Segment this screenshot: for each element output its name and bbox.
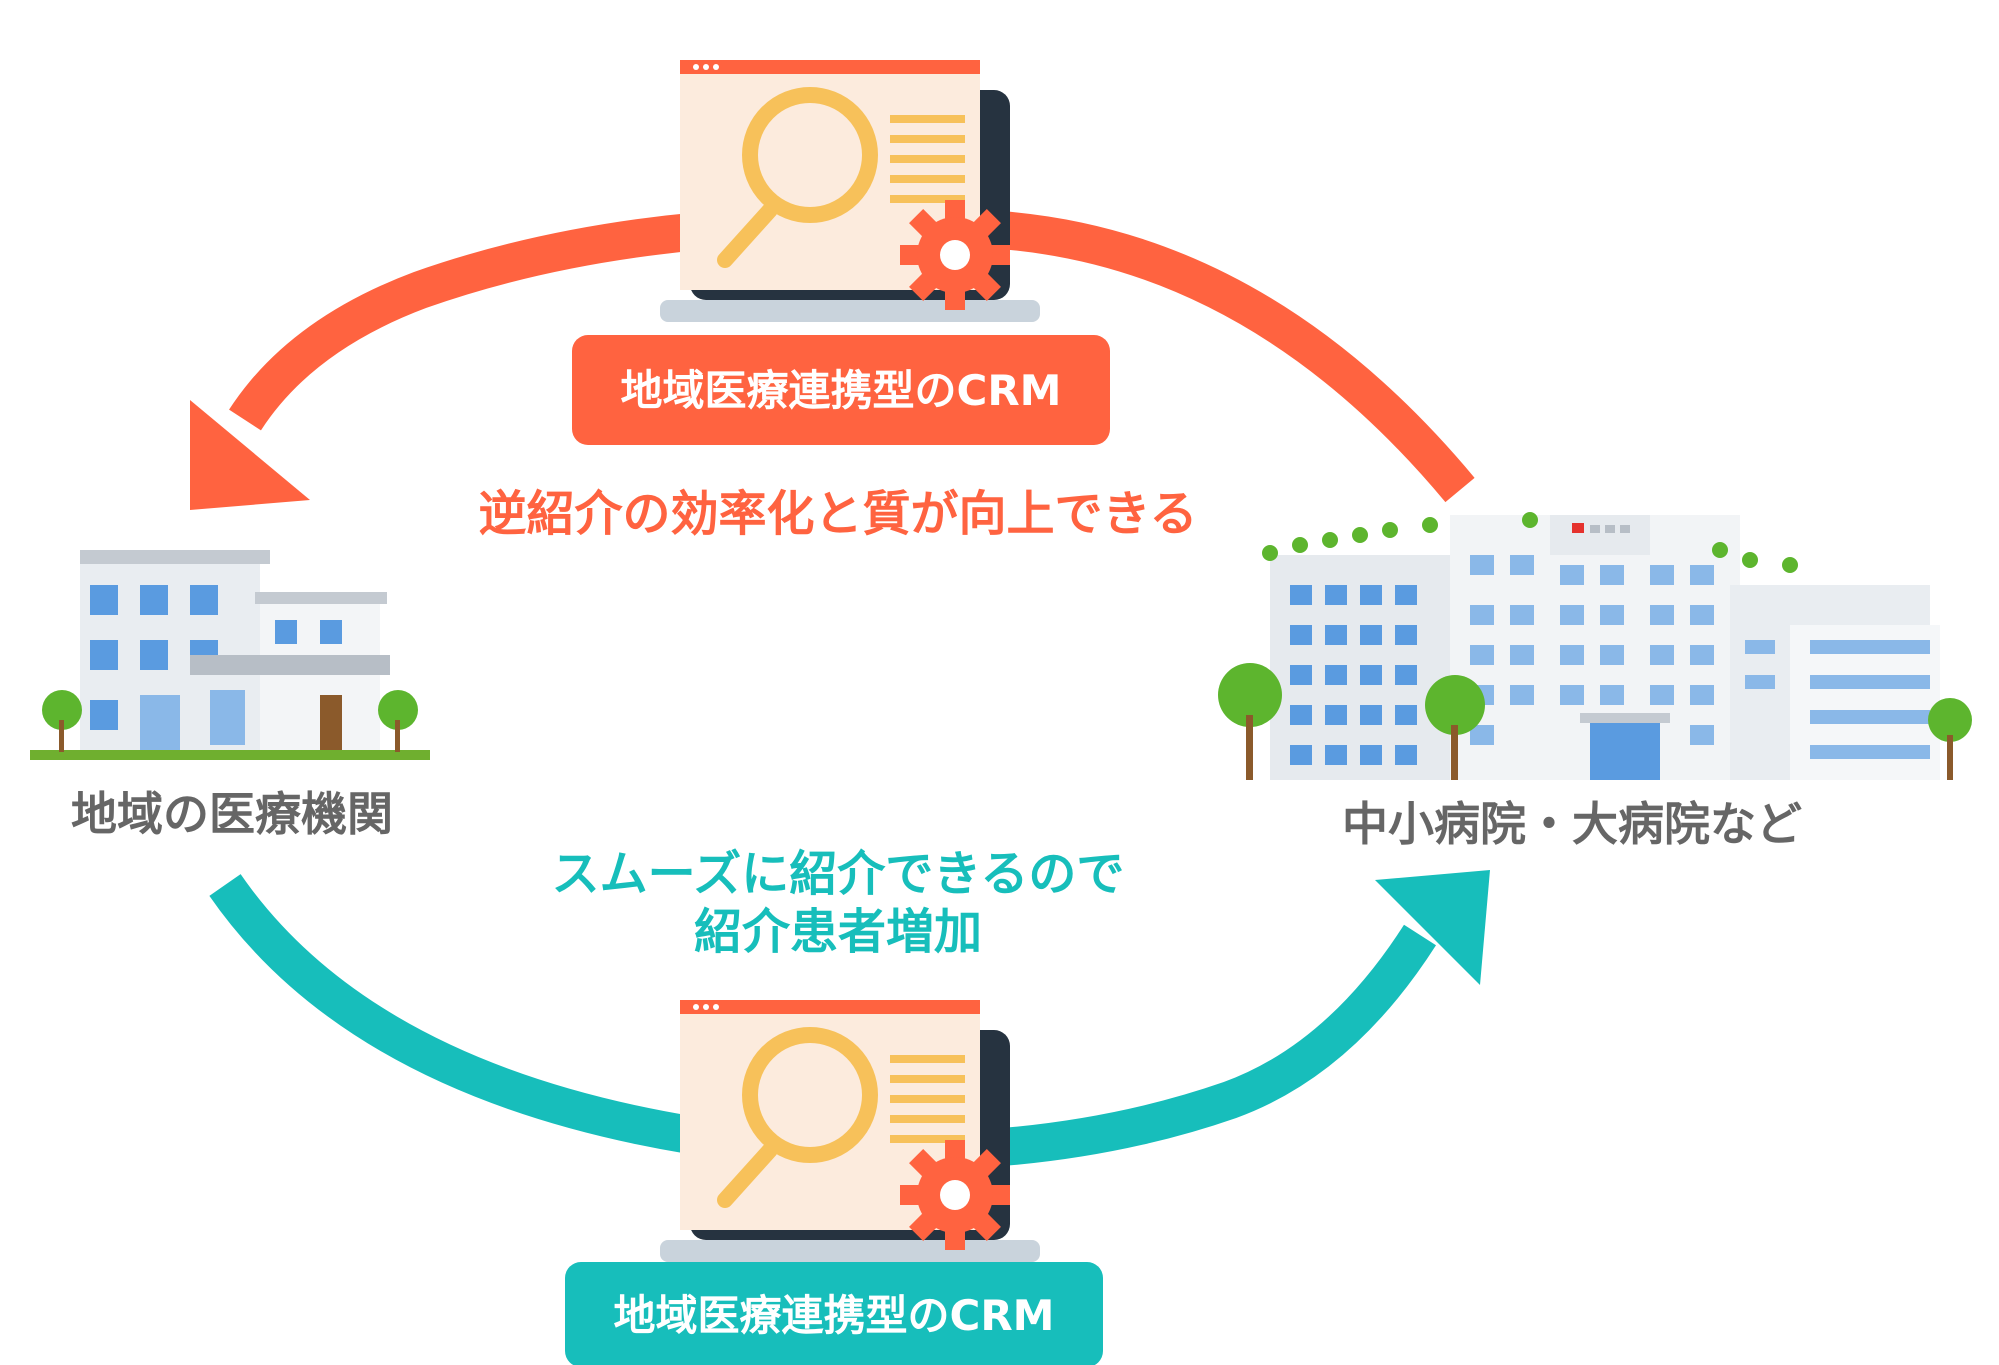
top-crm-label: 地域医療連携型のCRM: [621, 366, 1062, 415]
left-node-label: 地域の医療機関: [71, 787, 393, 841]
bottom-message-line-2: 紹介患者増加: [694, 904, 982, 960]
bottom-message-line-1: スムーズに紹介できるので: [552, 846, 1125, 902]
clinic-building-icon: [30, 550, 430, 760]
bottom-crm-label: 地域医療連携型のCRM: [614, 1291, 1055, 1340]
bottom-crm-pill: 地域医療連携型のCRM: [565, 1262, 1103, 1365]
hospital-building-icon: [1218, 512, 1972, 780]
laptop-search-gear-icon: [660, 60, 1040, 322]
laptop-search-gear-icon: [660, 1000, 1040, 1262]
top-message: 逆紹介の効率化と質が向上できる: [478, 486, 1197, 542]
top-crm-pill: 地域医療連携型のCRM: [572, 335, 1110, 445]
right-node-label: 中小病院・大病院など: [1342, 797, 1802, 851]
